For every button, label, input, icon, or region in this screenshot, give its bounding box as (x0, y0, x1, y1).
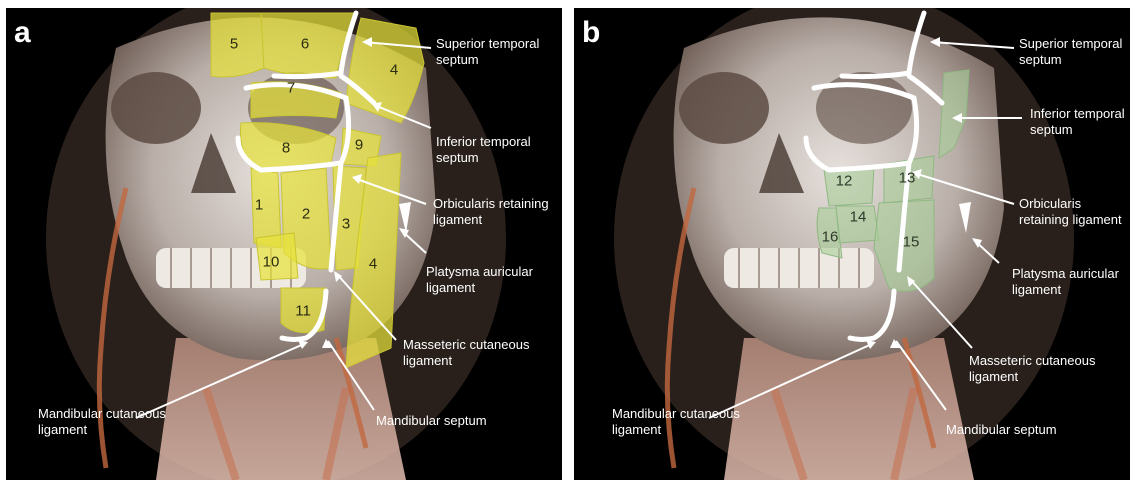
label-superior-temporal-septum-a: Superior temporal septum (436, 36, 554, 68)
region-label-4-lower: 4 (369, 256, 377, 273)
region-label-5: 5 (230, 36, 238, 53)
label-mandibular-cutaneous-ligament-b: Mandibular cutaneous ligament (612, 406, 742, 438)
region-label-11: 11 (295, 303, 311, 320)
region-label-15: 15 (903, 234, 920, 251)
panel-letter-a: a (14, 16, 31, 50)
label-mandibular-cutaneous-ligament-a: Mandibular cutaneous ligament (38, 406, 168, 438)
label-inferior-temporal-septum-a: Inferior temporal septum (436, 134, 554, 166)
label-masseteric-cutaneous-ligament-a: Masseteric cutaneous ligament (403, 337, 543, 369)
region-label-13: 13 (899, 170, 916, 187)
label-inferior-temporal-septum-b: Inferior temporal septum (1030, 106, 1125, 138)
region-label-3: 3 (342, 216, 350, 233)
region-label-2: 2 (302, 206, 310, 223)
region-label-12: 12 (836, 173, 853, 190)
region-label-8: 8 (282, 140, 290, 157)
label-orbicularis-retaining-ligament-a: Orbicularis retaining ligament (433, 196, 561, 228)
region-label-14: 14 (850, 209, 867, 226)
region-label-6: 6 (301, 36, 309, 53)
panel-a: a 5 6 4 7 8 9 1 2 3 4 10 11 Superior tem… (6, 8, 562, 480)
region-label-9: 9 (355, 137, 363, 154)
label-platysma-auricular-ligament-b: Platysma auricular ligament (1012, 266, 1120, 298)
region-label-7: 7 (287, 80, 295, 97)
label-mandibular-septum-b: Mandibular septum (946, 422, 1057, 438)
label-masseteric-cutaneous-ligament-b: Masseteric cutaneous ligament (969, 353, 1109, 385)
panel-b: b 12 13 14 16 15 Superior temporal septu… (574, 8, 1130, 480)
region-label-4-upper: 4 (390, 62, 398, 79)
label-platysma-auricular-ligament-a: Platysma auricular ligament (426, 264, 544, 296)
label-superior-temporal-septum-b: Superior temporal septum (1019, 36, 1124, 68)
region-label-10: 10 (263, 254, 280, 271)
region-label-16: 16 (822, 229, 839, 246)
label-orbicularis-retaining-ligament-b: Orbicularis retaining ligament (1019, 196, 1127, 228)
label-mandibular-septum-a: Mandibular septum (376, 413, 487, 429)
region-label-1: 1 (255, 197, 263, 214)
panel-letter-b: b (582, 16, 600, 50)
